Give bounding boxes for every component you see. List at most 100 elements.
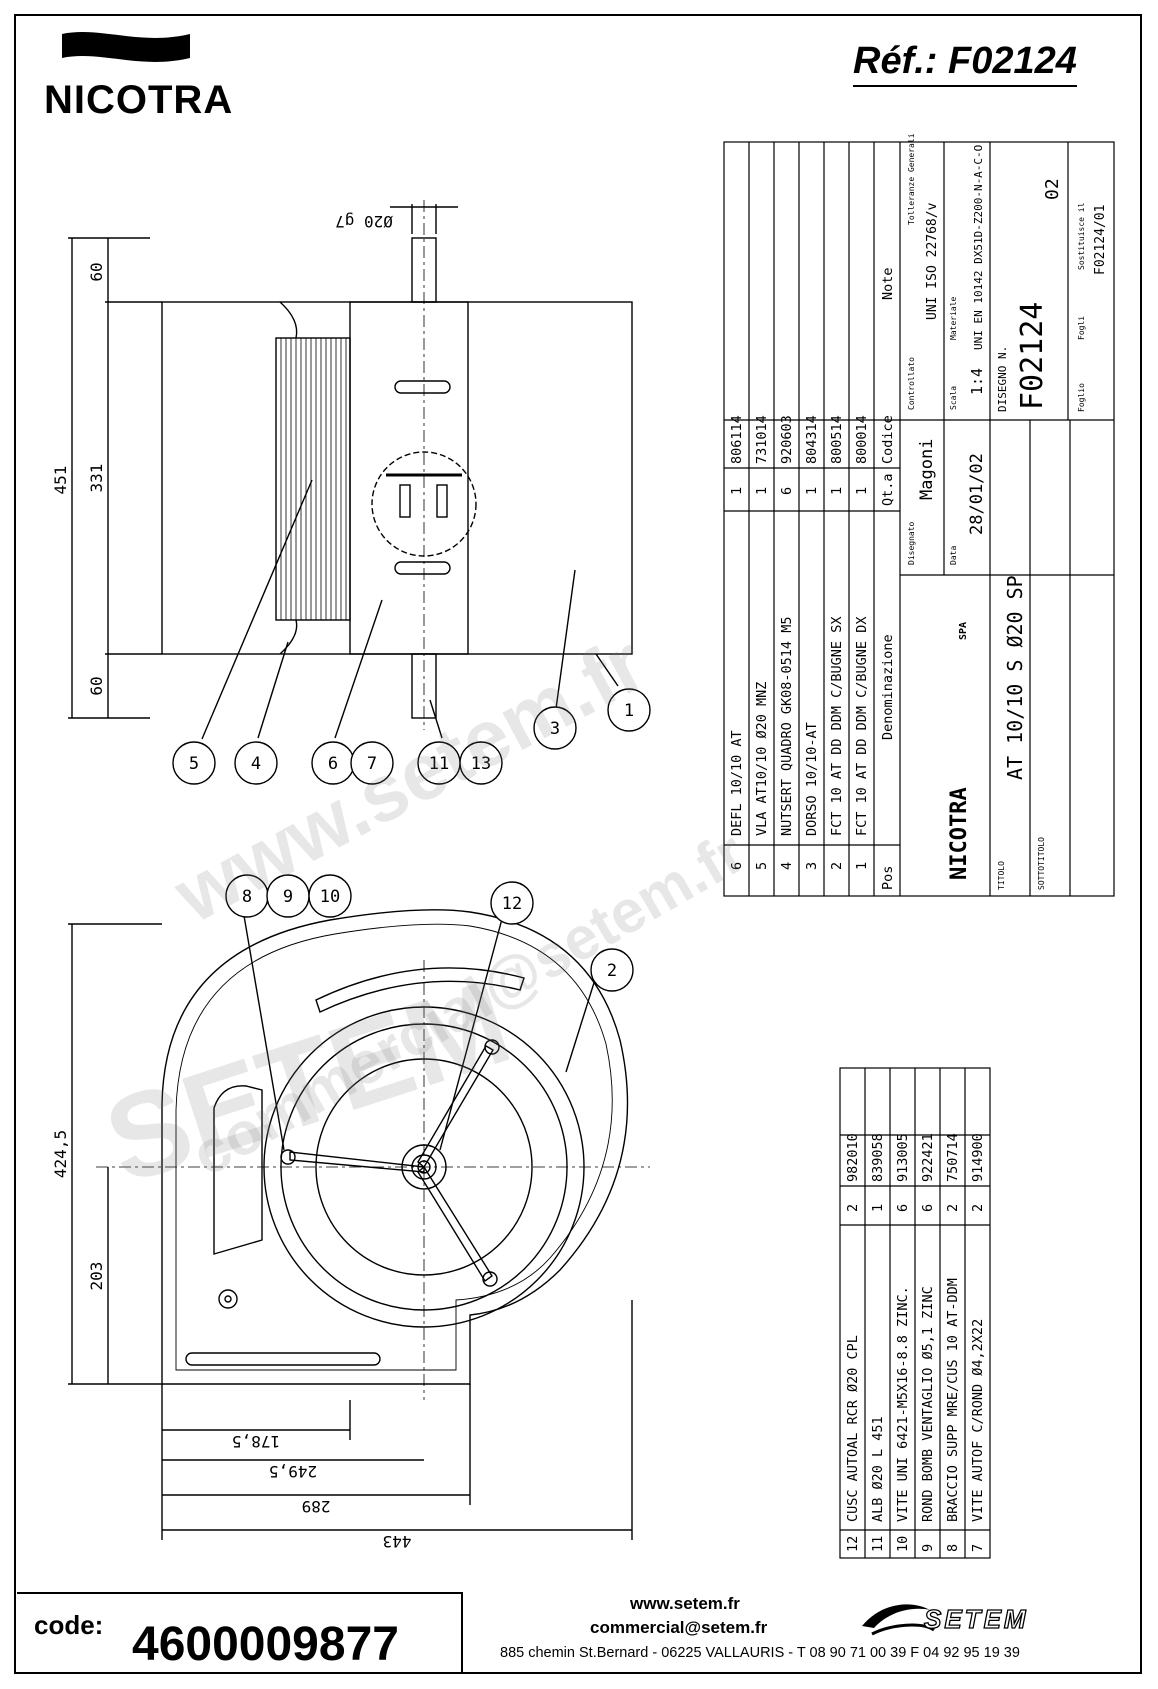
tb-company-suffix: SPA [958,622,969,640]
t1-qty-4: 6 [779,487,795,495]
callout-8: 8 [242,887,252,907]
dim-249-5: 249,5 [269,1462,317,1481]
dim-203: 203 [87,1262,106,1291]
t1-code-5: 731014 [754,415,770,464]
callout-7: 7 [367,754,377,774]
dim-424-5: 424,5 [51,1130,70,1178]
t1-qty-6: 1 [729,487,745,495]
t2-name-8: BRACCIO SUPP MRE/CUS 10 AT-DDM [945,1278,961,1522]
t2-qty-7: 2 [970,1204,986,1212]
dim-451: 451 [51,466,70,495]
callout-13: 13 [471,754,491,774]
dim-178-5: 178,5 [232,1432,280,1451]
t1-code-3: 804314 [804,415,820,464]
t2-name-12: CUSC AUTOAL RCR Ø20 CPL [845,1335,861,1522]
code-value: 4600009877 [132,1618,399,1671]
t1-header-name: Denominazione [880,634,896,740]
reference-number: Réf.: F02124 [853,40,1077,87]
tb-controllato: Magoni [917,439,937,500]
t2-code-8: 750714 [945,1133,961,1182]
tb-materiale: UNI EN 10142 DX51D-Z200-N-A-C-O [972,145,985,350]
t1-code-1: 800014 [854,415,870,464]
footer-email[interactable]: commercial@setem.fr [590,1618,768,1637]
callout-2: 2 [607,961,617,981]
tb-titolo-label: TITOLO [997,861,1006,890]
t1-header-code: Codice [880,415,896,464]
tb-materiale-label: Materiale [949,296,958,340]
t2-qty-8: 2 [945,1204,961,1212]
t2-code-7: 914900 [970,1133,986,1182]
code-label: code: [34,1610,104,1640]
tb-tolleranze-label: Tolleranze Generali [907,133,916,225]
tb-company: NICOTRA [947,787,972,880]
tb-data: 28/01/02 [967,453,987,535]
title-block: NICOTRA SPA Disegnato Controllato Magoni… [907,133,1108,890]
t1-qty-3: 1 [804,487,820,495]
tb-sostituisce-label: Sostituisce il [1077,202,1086,270]
tb-disegno-label: DISEGNO N. [996,346,1009,412]
t2-qty-11: 1 [870,1204,886,1212]
tb-controllato-label: Controllato [907,357,916,410]
callout-10: 10 [320,887,340,907]
t1-code-4: 920603 [779,415,795,464]
nicotra-logo [62,32,190,62]
parts-table-1: 6 DEFL 10/10 AT 1 806114 5 VLA AT10/10 Ø… [729,267,896,890]
dim-331: 331 [87,464,106,493]
drawing-frame [14,14,1142,1674]
tb-rev: 02 [1042,178,1063,200]
dim-289: 289 [302,1497,331,1516]
callout-5: 5 [189,754,199,774]
callout-3: 3 [550,719,560,739]
t2-pos-11: 11 [870,1536,886,1552]
tb-scala-label: Scala [949,386,958,410]
t2-qty-10: 6 [895,1204,911,1212]
t1-header-notes: Note [880,267,896,300]
t1-name-2: FCT 10 AT DD DDM C/BUGNE SX [829,617,845,836]
tb-disegno: F02124 [1015,302,1050,410]
tb-scala: 1:4 [968,368,986,395]
t1-name-1: FCT 10 AT DD DDM C/BUGNE DX [854,617,870,836]
t1-pos-5: 5 [754,862,770,870]
t1-qty-5: 1 [754,487,770,495]
dim-shaft: Ø20 g7 [335,212,393,231]
t2-name-11: ALB Ø20 L 451 [870,1416,886,1522]
t2-name-9: ROND BOMB VENTAGLIO Ø5,1 ZINC [920,1286,936,1522]
t1-pos-6: 6 [729,862,745,870]
callout-12: 12 [502,894,522,914]
t2-pos-12: 12 [845,1536,861,1552]
callout-1: 1 [624,701,634,721]
callout-4: 4 [251,754,261,774]
dim-443: 443 [383,1532,412,1551]
t1-name-6: DEFL 10/10 AT [729,730,745,836]
t2-pos-7: 7 [970,1544,986,1552]
code-box [17,1592,463,1672]
dim-60-top: 60 [87,262,106,281]
tb-tolleranze: UNI ISO 22768/v [925,202,940,320]
t2-qty-12: 2 [845,1204,861,1212]
t1-name-3: DORSO 10/10-AT [804,722,820,836]
t2-code-12: 982010 [845,1133,861,1182]
tb-data-label: Data [949,546,958,565]
footer-address: 885 chemin St.Bernard - 06225 VALLAURIS … [500,1645,1020,1661]
footer-website[interactable]: www.setem.fr [630,1594,740,1613]
t2-code-11: 839058 [870,1133,886,1182]
t1-qty-2: 1 [829,487,845,495]
t1-code-2: 800514 [829,415,845,464]
tb-sottotitolo-label: SOTTOTITOLO [1037,837,1046,890]
t1-code-6: 806114 [729,415,745,464]
t2-code-9: 922421 [920,1133,936,1182]
t1-qty-1: 1 [854,487,870,495]
t2-pos-9: 9 [920,1544,936,1552]
tb-sostituisce: F02124/01 [1093,205,1108,275]
tb-fogli-label: Fogli [1077,316,1086,340]
callout-6: 6 [328,754,338,774]
parts-table-2: 12 CUSC AUTOAL RCR Ø20 CPL 2 982010 11 A… [845,1133,986,1552]
t1-name-4: NUTSERT QUADRO GK08-0514 M5 [779,617,795,836]
t1-header-qty: Qt.a [880,473,896,506]
t2-name-10: VITE UNI 6421-M5X16-8.8 ZINC. [895,1286,911,1522]
tb-titolo: AT 10/10 S Ø20 SP [1003,575,1027,780]
t2-name-7: VITE AUTOF C/ROND Ø4,2X22 [970,1319,986,1522]
t2-pos-10: 10 [895,1536,911,1552]
t2-code-10: 913005 [895,1133,911,1182]
